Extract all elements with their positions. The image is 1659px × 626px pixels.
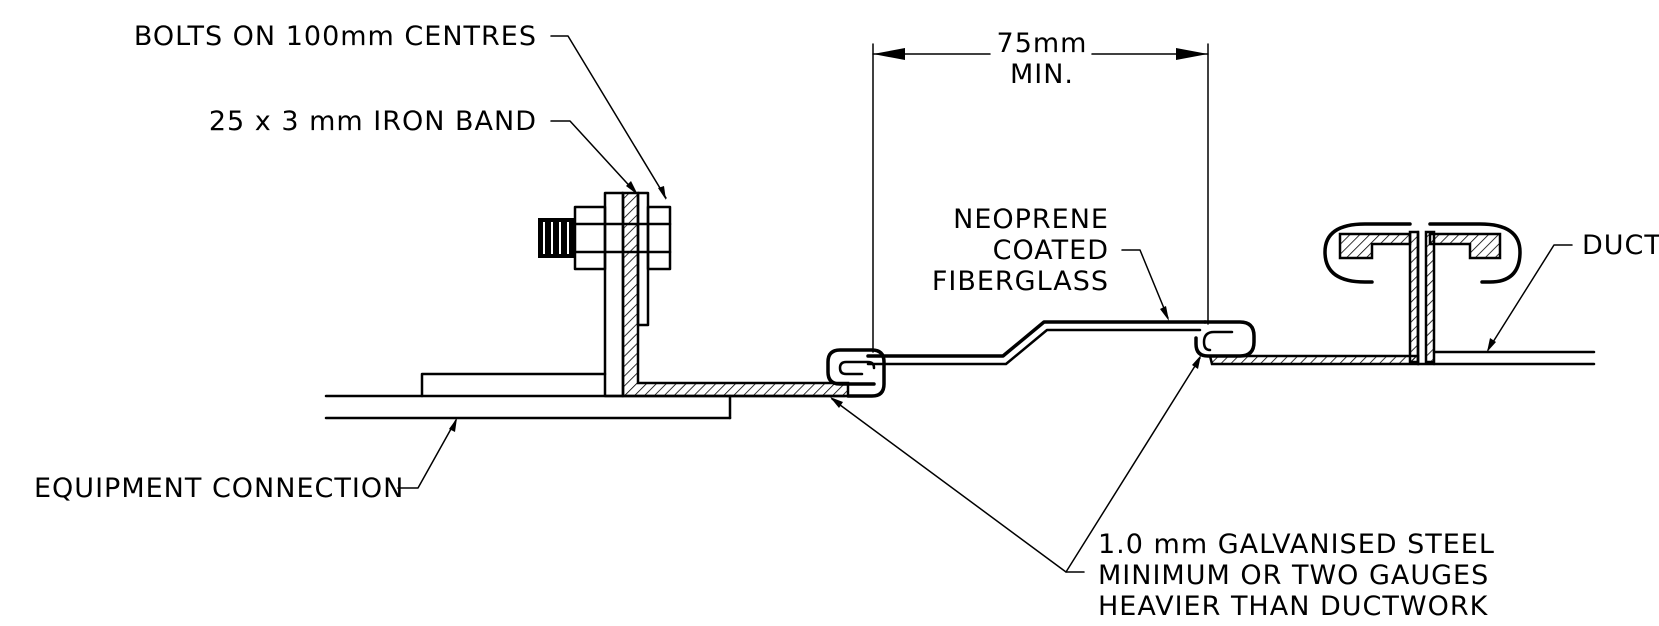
steel-label-line2: MINIMUM OR TWO GAUGES [1098, 560, 1489, 591]
neoprene-label-line3: FIBERGLASS [932, 266, 1109, 297]
duct-label: DUCT [1582, 230, 1659, 261]
neoprene-callout: NEOPRENE COATED FIBERGLASS [932, 204, 1169, 321]
bolt-assembly [538, 205, 672, 271]
neoprene-label-line2: COATED [993, 235, 1109, 266]
duct-flange-connector [1323, 222, 1596, 366]
neoprene-fabric [866, 320, 1207, 366]
equipment-flange [324, 191, 850, 420]
steel-label-line1: 1.0 mm GALVANISED STEEL [1098, 529, 1495, 560]
equipment-connection-label: EQUIPMENT CONNECTION [34, 473, 404, 504]
dimension-75mm: 75mm MIN. [872, 28, 1209, 353]
iron-band-callout: 25 x 3 mm IRON BAND [209, 106, 638, 195]
equipment-connection-callout: EQUIPMENT CONNECTION [34, 418, 457, 504]
bolts-label: BOLTS ON 100mm CENTRES [134, 21, 537, 52]
bolts-callout: BOLTS ON 100mm CENTRES [134, 21, 667, 200]
galvanised-steel-callout: 1.0 mm GALVANISED STEEL MINIMUM OR TWO G… [830, 355, 1495, 622]
duct-callout: DUCT [1487, 230, 1659, 352]
steel-label-line3: HEAVIER THAN DUCTWORK [1098, 591, 1489, 622]
dimension-value: 75mm [997, 28, 1088, 59]
dimension-note: MIN. [1010, 59, 1074, 90]
right-lock-seam [1194, 320, 1256, 358]
neoprene-label-line1: NEOPRENE [953, 204, 1109, 235]
duct-collar [1208, 230, 1420, 366]
iron-band-label: 25 x 3 mm IRON BAND [209, 106, 537, 137]
